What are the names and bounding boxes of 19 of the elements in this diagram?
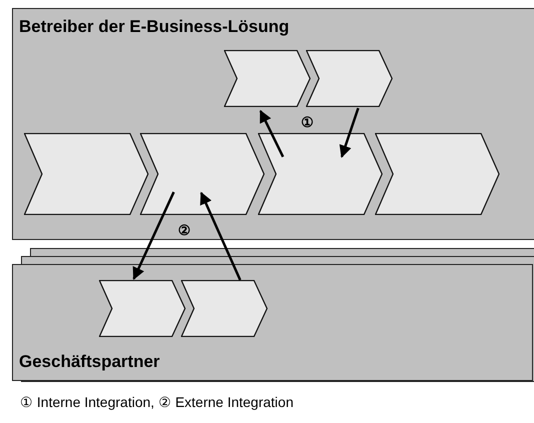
callout-number: ② [178,223,191,237]
arrow [259,110,284,158]
swimlane-panel [12,8,534,240]
value-chain-step [99,280,186,337]
caption: ① Interne Integration, ② Externe Integration [20,394,294,410]
arrow [200,192,242,281]
value-chain-step [224,50,311,107]
callout-number: ① [301,115,314,129]
value-chain-step [181,280,268,337]
panel-title: Geschäftspartner [19,352,160,372]
value-chain-step [375,133,500,215]
value-chain-step [258,133,383,215]
panel-title: Betreiber der E-Business-Lösung [19,17,290,37]
arrow [132,192,175,280]
value-chain-step [306,50,393,107]
swimlane-panel [12,264,533,381]
value-chain-step [24,133,149,215]
arrow [339,108,360,158]
value-chain-step [140,133,265,215]
